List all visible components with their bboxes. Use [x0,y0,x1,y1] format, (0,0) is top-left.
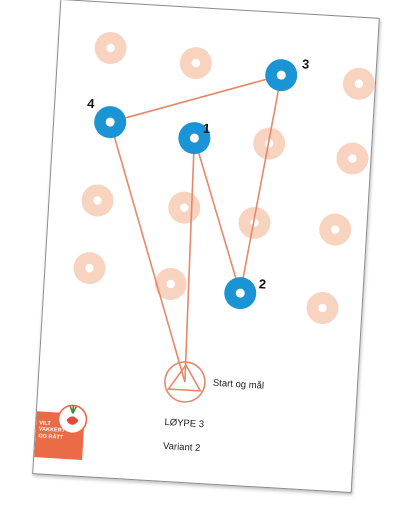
route-1-to-2 [193,137,242,294]
start-finish-icon [164,361,206,403]
control-3-number: 3 [301,56,310,72]
control-4[interactable] [93,105,127,139]
control-1[interactable] [177,121,211,155]
course-map [34,31,375,461]
inactive-control [168,191,201,224]
orienteering-course-card: 1 2 3 4 Start og mål LØYPE 3 Variant 2 V… [32,0,380,494]
route-2-to-3 [239,75,283,294]
inactive-control [238,206,271,239]
inactive-control [154,267,187,300]
control-2-number: 2 [258,276,267,292]
route-4-to-finish [109,121,186,383]
inactive-control [306,292,339,325]
radish-icon [57,404,88,435]
inactive-control [342,67,375,100]
inactive-control [179,47,212,80]
badge-text: VILT VAKKERT OG RÅTT [38,420,66,441]
inactive-control [81,184,114,217]
course-title: LØYPE 3 [164,416,205,431]
route-3-to-4 [109,74,282,123]
control-4-number: 4 [86,95,95,112]
route-start-to-1 [184,138,196,383]
course-variant: Variant 2 [162,440,201,455]
inactive-controls [73,31,375,325]
inactive-control [336,142,369,175]
route-lines [109,74,283,383]
control-3[interactable] [264,58,298,92]
control-2[interactable] [223,276,257,310]
control-1-number: 1 [202,120,211,137]
inactive-control [94,31,127,64]
inactive-control [73,252,106,285]
inactive-control [319,213,352,246]
